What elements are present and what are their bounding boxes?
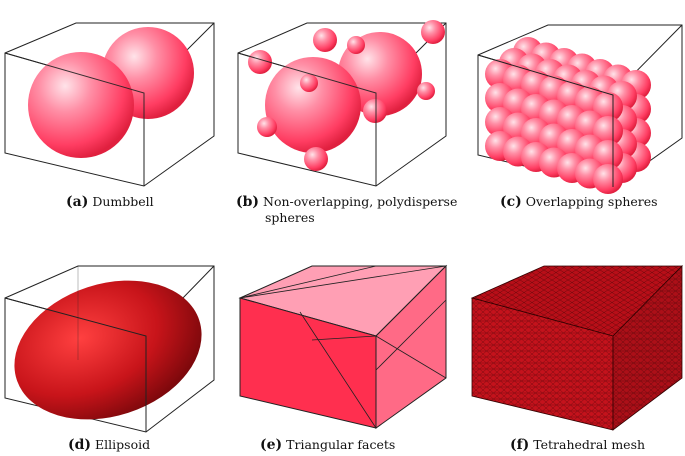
sphere bbox=[593, 92, 623, 122]
panel-letter: (a) bbox=[66, 194, 89, 210]
panel-a-dumbbell bbox=[4, 22, 215, 187]
caption-f: (f) Tetrahedral mesh bbox=[510, 437, 645, 453]
caption-c: (c) Overlapping spheres bbox=[500, 194, 658, 210]
panel-label: Overlapping spheres bbox=[525, 194, 658, 209]
panel-letter: (e) bbox=[260, 437, 283, 453]
panel-label-line2: spheres bbox=[265, 210, 315, 225]
panel-e-triangular-facets bbox=[238, 264, 448, 429]
panel-letter: (c) bbox=[500, 194, 522, 210]
sphere bbox=[593, 140, 623, 170]
panel-d-ellipsoid bbox=[4, 265, 215, 433]
box-edge bbox=[477, 54, 614, 187]
panel-label: Ellipsoid bbox=[95, 437, 151, 452]
panel-label: Tetrahedral mesh bbox=[533, 437, 646, 452]
panel-label: Triangular facets bbox=[286, 437, 396, 452]
panel-c-overlapping-spheres bbox=[477, 24, 683, 194]
panel-letter: (b) bbox=[236, 194, 260, 210]
caption-d: (d) Ellipsoid bbox=[68, 437, 150, 453]
caption-e: (e) Triangular facets bbox=[260, 437, 395, 453]
sphere bbox=[593, 116, 623, 146]
panel-label: Dumbbell bbox=[92, 194, 154, 209]
panel-letter: (f) bbox=[510, 437, 530, 453]
panel-b-polydisperse-spheres bbox=[237, 20, 447, 187]
caption-a: (a) Dumbbell bbox=[66, 194, 154, 210]
sphere bbox=[593, 164, 623, 194]
panel-label: Non-overlapping, polydisperse bbox=[263, 194, 458, 209]
panel-f-tetrahedral-mesh bbox=[470, 265, 683, 431]
caption-b: (b) Non-overlapping, polydisperse sphere… bbox=[236, 194, 457, 225]
panel-letter: (d) bbox=[68, 437, 92, 453]
